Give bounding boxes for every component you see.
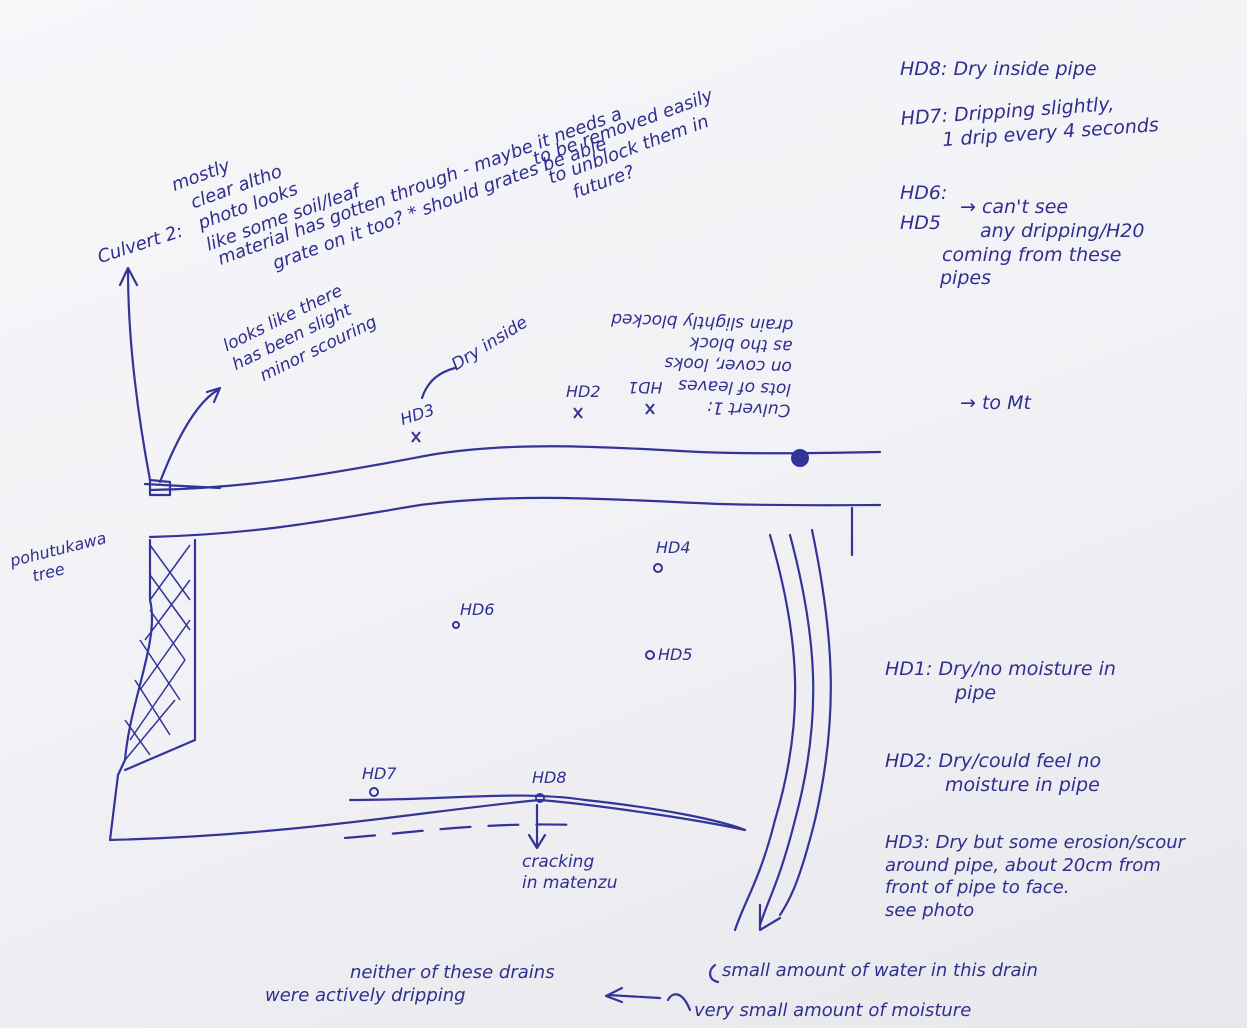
culvert-1-mark: [791, 449, 809, 467]
road-upper-edge: [148, 445, 882, 492]
marker-symbols: [369, 403, 663, 803]
bank-curve: [348, 794, 747, 832]
note-small-water: small amount of water in this drain: [722, 960, 1038, 981]
pohutukawa-hatch: [124, 544, 191, 761]
note-cracking: cracking in matenzu: [522, 852, 618, 894]
left-boundary: [108, 538, 747, 842]
marker-hd4: HD4: [656, 538, 691, 557]
marker-hd1: HD1: [628, 378, 663, 397]
culvert-2-cover: [143, 478, 222, 497]
note-very-small: very small amount of moisture: [694, 1000, 972, 1021]
note-hd1: HD1: Dry/no moisture in pipe: [885, 658, 1116, 704]
crack-dashes: [343, 823, 582, 840]
arrow-scouring: [158, 386, 222, 484]
marker-hd8: HD8: [532, 768, 567, 787]
road-lower-edge: [148, 496, 882, 539]
note-hd3: HD3: Dry but some erosion/scour around p…: [885, 832, 1186, 921]
marker-hd2: HD2: [566, 382, 601, 401]
left-boundary-inner: [123, 538, 197, 772]
note-to-mt: → to Mt: [960, 392, 1031, 414]
brace-small-water: [709, 963, 720, 984]
drain-arrow-head: [758, 903, 782, 932]
marker-hd7: HD7: [362, 764, 397, 783]
drain-line-1: [733, 533, 797, 932]
arrow-neither: [604, 986, 662, 1004]
note-neither: neither of these drains were actively dr…: [265, 962, 555, 1006]
drain-line-3: [778, 528, 832, 917]
note-culvert-1: Culvert 1: lots of leaves on cover, look…: [610, 308, 794, 420]
marker-hd5: HD5: [658, 645, 693, 664]
leader-dry-inside: [420, 366, 457, 400]
note-hd6: HD6:: [900, 182, 948, 204]
note-hd8: HD8: Dry inside pipe: [900, 58, 1097, 80]
note-hd5: HD5: [900, 212, 942, 234]
note-cant-see: → can't see any dripping/H20 coming from…: [940, 196, 1145, 290]
note-hd2: HD2: Dry/could feel no moisture in pipe: [885, 750, 1102, 796]
drain-line-2: [758, 533, 815, 927]
arrow-cracking: [527, 803, 547, 850]
brace-very-small: [666, 993, 692, 1012]
arrow-culvert2: [118, 266, 152, 482]
marker-hd6: HD6: [460, 600, 495, 619]
